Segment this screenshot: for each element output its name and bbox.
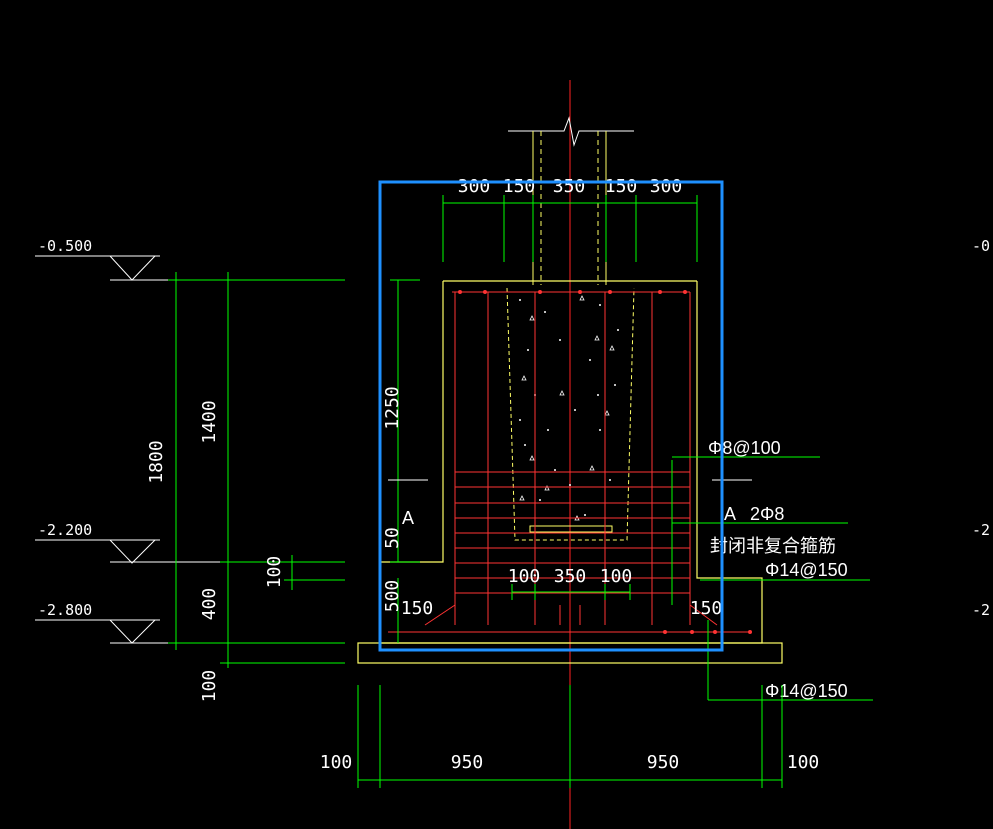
top-dim-2: 150	[503, 176, 536, 197]
bottom-dimension-chain	[357, 685, 783, 788]
top-dim-3: 350	[553, 176, 586, 197]
top-dim-5: 300	[650, 176, 683, 197]
inner-dimension-lines	[390, 279, 873, 701]
bottom-dim-4: 100	[787, 752, 820, 773]
dim-bottom-1: 100	[508, 566, 541, 587]
bottom-dim-1: 100	[320, 752, 353, 773]
dim-bottom-3: 100	[600, 566, 633, 587]
column-socket	[506, 287, 635, 541]
section-mark-right: A	[724, 504, 736, 524]
stirrup-note: 封闭非复合箍筋	[710, 536, 836, 556]
dim-bottom-2: 350	[554, 566, 587, 587]
rebar-cage	[388, 291, 752, 633]
left-dimension-chain	[168, 272, 345, 668]
elevation-top: -0.500	[38, 237, 92, 255]
dim-right-cover: 150	[690, 598, 723, 619]
bottom-dim-3: 950	[647, 752, 680, 773]
elevation-markers	[35, 255, 345, 644]
main-rebar-annotation-1: Φ14@150	[765, 560, 848, 580]
top-dimension-chain	[442, 195, 698, 262]
elevation-right-bottom: -2	[972, 601, 990, 619]
top-dim-4: 150	[605, 176, 638, 197]
dim-total-height: 1800	[146, 440, 167, 483]
rebar-dots	[458, 290, 752, 634]
dim-step-height: 100	[264, 556, 285, 589]
elevation-right-top: -0	[972, 237, 990, 255]
dim-footing-height: 500	[382, 580, 403, 613]
main-rebar-annotation-2: Φ14@150	[765, 681, 848, 701]
section-mark-left: A	[402, 508, 414, 528]
elevation-mid: -2.200	[38, 521, 92, 539]
elevation-right-mid: -2	[972, 521, 990, 539]
dim-lower-height: 400	[199, 588, 220, 621]
column-break-line	[508, 116, 634, 147]
dim-left-cover: 150	[401, 598, 434, 619]
bars-annotation: 2Φ8	[750, 504, 784, 524]
top-dim-1: 300	[458, 176, 491, 197]
dim-upper-height: 1400	[199, 400, 220, 443]
dim-base-height: 100	[199, 670, 220, 703]
elevation-bottom: -2.800	[38, 601, 92, 619]
bottom-dim-2: 950	[451, 752, 484, 773]
stirrup-annotation: Φ8@100	[708, 438, 781, 458]
dim-pedestal-height: 1250	[382, 386, 403, 429]
selection-box[interactable]	[378, 180, 724, 652]
concrete-triangles	[519, 295, 615, 521]
dim-gap: 50	[382, 527, 403, 549]
pedestal-outline	[357, 280, 783, 664]
concrete-hatch	[519, 299, 619, 516]
